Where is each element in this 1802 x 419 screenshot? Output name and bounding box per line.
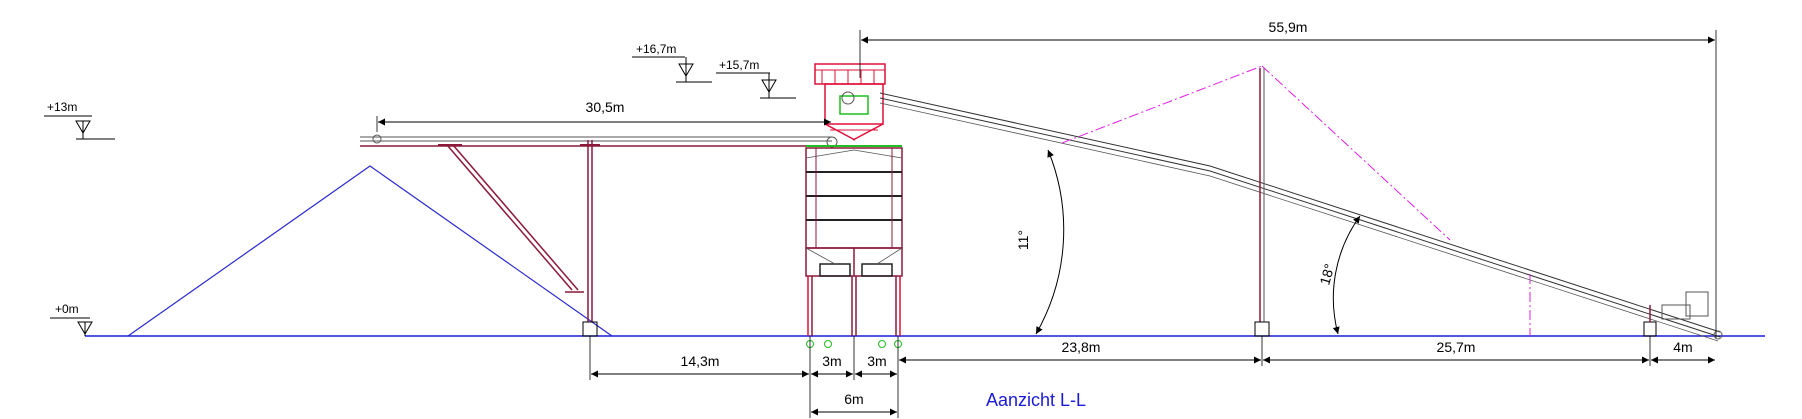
dim-label-3m-b: 3m (867, 353, 886, 369)
dim-label-overall: 55,9m (1269, 19, 1308, 35)
angle-dimension-18: 18° (1316, 215, 1361, 335)
level-marker-16-7: +16,7m (632, 42, 712, 83)
dim-label-25-7: 25,7m (1437, 339, 1476, 355)
dim-label-6m: 6m (844, 391, 863, 407)
level-marker-15-7: +15,7m (716, 58, 796, 99)
level-label-13: +13m (47, 100, 77, 114)
construction-lines (1061, 65, 1531, 336)
level-marker-0: +0m (50, 302, 93, 336)
level-label-0: +0m (55, 302, 79, 316)
level-marker-13: +13m (44, 100, 115, 140)
level-label-15-7: +15,7m (719, 58, 759, 72)
angle-label-11: 11° (1015, 230, 1031, 250)
mast-support (1254, 68, 1657, 337)
dimension-overall: 55,9m (859, 19, 1717, 338)
level-label-16-7: +16,7m (636, 42, 676, 56)
dim-label-23-8: 23,8m (1062, 339, 1101, 355)
dim-label-4m: 4m (1673, 339, 1692, 355)
dim-label-3m-a: 3m (822, 353, 841, 369)
dimension-left-conveyor: 30,5m (376, 99, 831, 132)
angle-dimension-11: 11° (1015, 149, 1065, 335)
angle-label-18: 18° (1316, 262, 1337, 287)
drawing-title: Aanzicht L-L (986, 390, 1086, 410)
dimension-chain-bottom: 14,3m 3m 3m 6m 23,8m 25,7m 4m (589, 336, 1715, 418)
inclined-conveyor (879, 92, 1723, 342)
central-tower (805, 63, 903, 348)
left-conveyor-brace (438, 144, 584, 293)
dim-label-14-3: 14,3m (681, 353, 720, 369)
stockpile-outline (127, 165, 613, 337)
dim-label-left-conveyor: 30,5m (586, 99, 625, 115)
left-support-column (580, 140, 600, 337)
